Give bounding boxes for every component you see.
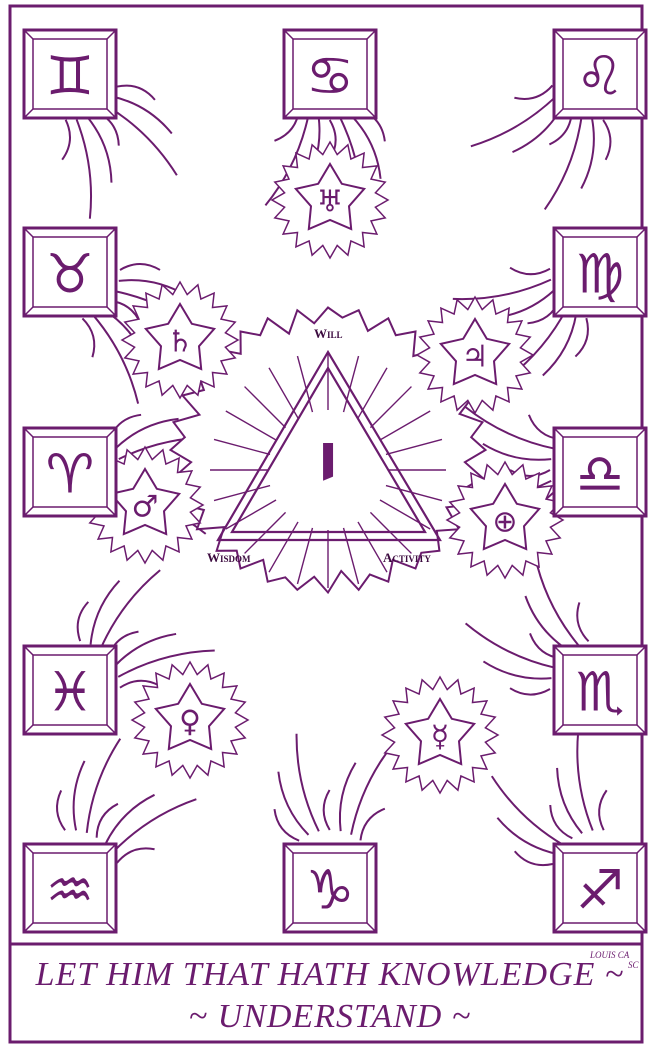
mars-icon: ♂ <box>132 490 159 525</box>
virgo-icon: ♍ <box>576 243 624 306</box>
sagittarius-icon: ♐ <box>576 859 624 922</box>
flame-stroke <box>74 761 85 830</box>
flame-stroke <box>57 790 65 830</box>
aquarius-icon: ♒ <box>46 859 94 922</box>
virgo-frame: ♍ <box>554 228 646 316</box>
flame-stroke <box>550 805 572 838</box>
flame-stroke <box>603 120 610 160</box>
motto-line-2: ~ UNDERSTAND ~ <box>189 998 472 1035</box>
flame-stroke <box>545 116 582 209</box>
flame-stroke <box>543 314 576 376</box>
flame-stroke <box>577 602 588 641</box>
flame-stroke <box>100 570 160 650</box>
flame-stroke <box>514 85 552 99</box>
label-will: Will <box>314 326 343 341</box>
label-activity: Activity <box>383 550 431 565</box>
mercury-icon: ☿ <box>431 720 449 755</box>
sagittarius-frame: ♐ <box>554 844 646 932</box>
motto-line-1: LET HIM THAT HATH KNOWLEDGE ~ <box>35 956 625 993</box>
flame-stroke <box>471 95 557 146</box>
flame-stroke <box>577 732 592 831</box>
flame-stroke <box>492 776 564 845</box>
scorpio-frame: ♏ <box>554 646 646 734</box>
gemini-icon: ♊ <box>46 45 94 108</box>
cancer-icon: ♋ <box>306 45 354 108</box>
artist-signature-1: LOUIS CA <box>589 950 630 960</box>
flame-stroke <box>115 419 178 449</box>
capricorn-icon: ♑ <box>306 859 354 922</box>
leo-icon: ♌ <box>576 45 624 108</box>
pisces-icon: ♓ <box>46 661 94 724</box>
flame-stroke <box>112 799 196 853</box>
flame-stroke <box>515 851 553 865</box>
aries-icon: ♈ <box>46 443 94 506</box>
flame-stroke <box>87 739 121 833</box>
leo-frame: ♌ <box>554 30 646 118</box>
venus-icon: ♀ <box>179 705 201 740</box>
flame-stroke <box>324 790 330 830</box>
flame-stroke <box>114 634 176 667</box>
flame-stroke <box>91 581 120 645</box>
flame-stroke <box>278 772 308 835</box>
saturn-icon: ♄ <box>167 325 194 360</box>
scorpio-icon: ♏ <box>576 661 624 724</box>
flame-stroke <box>297 734 319 831</box>
flame-stroke <box>274 809 299 840</box>
jupiter-icon: ♃ <box>462 340 489 375</box>
flame-stroke <box>117 848 155 863</box>
aquarius-frame: ♒ <box>24 844 116 932</box>
taurus-frame: ♉ <box>24 228 116 316</box>
flame-stroke <box>535 555 579 645</box>
flame-stroke <box>87 117 111 183</box>
libra-frame: ♎ <box>554 428 646 516</box>
capricorn-frame: ♑ <box>284 844 376 932</box>
pisces-frame: ♓ <box>24 646 116 734</box>
flame-stroke <box>351 744 393 835</box>
flame-stroke <box>82 318 94 357</box>
earth-icon: ⊕ <box>492 505 517 540</box>
flame-stroke <box>78 602 89 641</box>
flame-stroke <box>77 120 91 219</box>
flame-stroke <box>120 264 160 270</box>
aries-frame: ♈ <box>24 428 116 516</box>
libra-icon: ♎ <box>576 443 624 506</box>
hebrew-yod-letter: י <box>316 401 341 529</box>
flame-stroke <box>510 268 550 275</box>
flame-stroke <box>599 790 607 830</box>
cancer-frame: ♋ <box>284 30 376 118</box>
uranus-icon: ♅ <box>317 185 344 220</box>
flame-stroke <box>510 688 550 694</box>
flame-stroke <box>62 120 70 160</box>
venus-star: ♀ <box>132 662 248 778</box>
label-wisdom: Wisdom <box>207 550 251 565</box>
flame-stroke <box>466 623 556 667</box>
flame-stroke <box>581 119 594 188</box>
flame-stroke <box>97 804 118 838</box>
artist-signature-2: SC <box>628 960 640 970</box>
flame-stroke <box>575 318 588 356</box>
flame-stroke <box>340 763 356 831</box>
flame-stroke <box>453 280 551 299</box>
gemini-frame: ♊ <box>24 30 116 118</box>
flame-stroke <box>117 86 155 100</box>
taurus-icon: ♉ <box>46 243 94 306</box>
flame-stroke <box>360 809 384 841</box>
mercury-star: ☿ <box>382 677 498 793</box>
uranus-star: ♅ <box>272 142 388 258</box>
